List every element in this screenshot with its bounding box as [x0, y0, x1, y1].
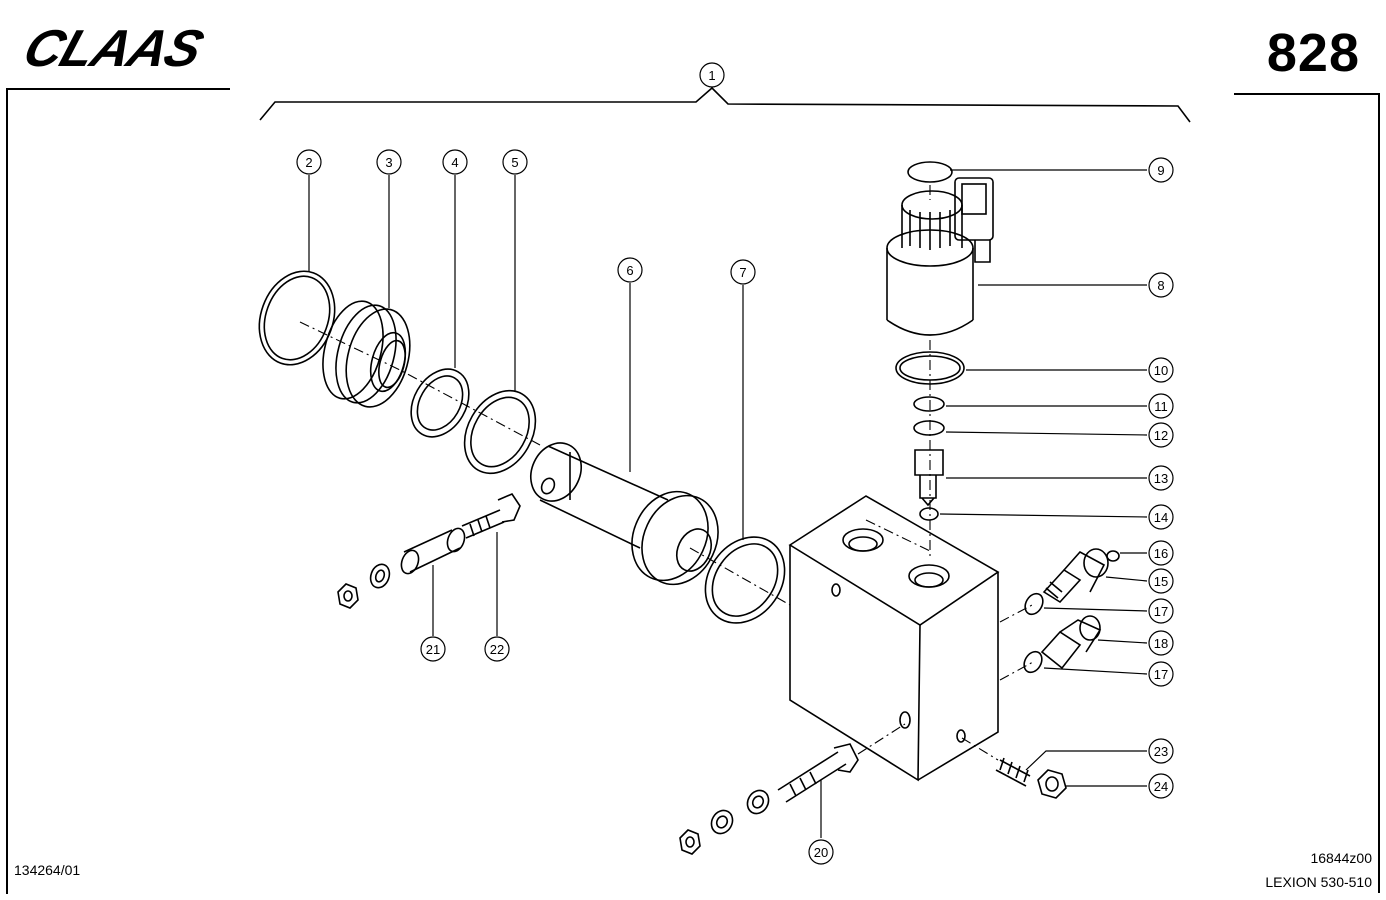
part-nut-21 [337, 583, 359, 609]
part-nut-21-bore [343, 590, 353, 602]
svg-text:2: 2 [305, 155, 312, 170]
svg-text:17: 17 [1154, 604, 1168, 619]
svg-text:6: 6 [626, 263, 633, 278]
part-solenoid-coil [886, 177, 994, 336]
callout-17a: 17 [1148, 598, 1174, 624]
callout-11: 11 [1148, 393, 1174, 419]
assembly-axis-lines [299, 185, 1035, 761]
callout-3: 3 [376, 149, 402, 175]
part-ring-7 [704, 536, 786, 624]
callout-20: 20 [808, 839, 834, 865]
svg-text:4: 4 [451, 155, 458, 170]
svg-text:9: 9 [1157, 163, 1164, 178]
part-grooved-sleeve [322, 300, 411, 408]
header-rule-left [8, 88, 230, 90]
callout-18: 18 [1148, 630, 1174, 656]
part-washer-21 [369, 563, 391, 589]
callouts: 1 2 3 4 5 6 7 8 9 10 11 12 13 14 16 15 1… [296, 62, 1174, 865]
brand-text: CLAAS [18, 20, 211, 74]
part-valve-cartridge [914, 449, 944, 507]
part-oring-12 [913, 420, 945, 436]
svg-text:20: 20 [814, 845, 828, 860]
part-stud-23 [995, 757, 1031, 787]
part-nut-20-bore [685, 836, 695, 848]
assembly-bracket [259, 86, 1191, 123]
part-bolt-20 [777, 743, 859, 803]
callout-16: 16 [1148, 540, 1174, 566]
part-oring-9 [907, 161, 953, 183]
callout-24: 24 [1148, 773, 1174, 799]
svg-text:10: 10 [1154, 363, 1168, 378]
part-bushing-21 [400, 527, 466, 575]
leader-lines [308, 169, 1148, 838]
callout-1: 1 [699, 62, 725, 88]
page-number: 828 [1266, 23, 1360, 83]
part-spool [530, 442, 719, 586]
callout-17b: 17 [1148, 661, 1174, 687]
part-snap-ring [258, 270, 336, 366]
svg-text:11: 11 [1154, 399, 1168, 414]
svg-text:18: 18 [1154, 636, 1168, 651]
svg-text:14: 14 [1154, 510, 1168, 525]
svg-text:17: 17 [1154, 667, 1168, 682]
svg-text:8: 8 [1157, 278, 1164, 293]
part-oring-11 [913, 396, 945, 412]
callout-12: 12 [1148, 422, 1174, 448]
part-washer-20a [746, 789, 770, 815]
svg-text:16: 16 [1154, 546, 1168, 561]
svg-text:23: 23 [1154, 744, 1168, 759]
callout-8: 8 [1148, 272, 1174, 298]
svg-text:15: 15 [1154, 574, 1168, 589]
drawing-code: 16844z00 [1310, 850, 1372, 866]
part-washer-20a-bore [751, 795, 765, 809]
callout-6: 6 [617, 257, 643, 283]
svg-text:5: 5 [511, 155, 518, 170]
callout-23: 23 [1148, 738, 1174, 764]
part-ring-5 [463, 389, 537, 475]
svg-text:21: 21 [426, 642, 440, 657]
part-fitting-15 [1042, 548, 1109, 604]
svg-text:3: 3 [385, 155, 392, 170]
part-washer-14 [919, 507, 939, 521]
callout-15: 15 [1148, 568, 1174, 594]
part-oring-17b [1023, 650, 1043, 674]
part-washer-20b-bore [715, 815, 729, 829]
callout-7: 7 [730, 259, 756, 285]
part-fitting-18 [1040, 615, 1102, 670]
part-washer-20b [710, 809, 734, 835]
callout-2: 2 [296, 149, 322, 175]
callout-21: 21 [420, 636, 446, 662]
callout-5: 5 [502, 149, 528, 175]
callout-13: 13 [1148, 465, 1174, 491]
part-bolt-22 [461, 493, 521, 539]
document-number: 134264/01 [14, 862, 81, 878]
callout-22: 22 [484, 636, 510, 662]
svg-text:12: 12 [1154, 428, 1168, 443]
callout-14: 14 [1148, 504, 1174, 530]
frame-left [6, 88, 8, 894]
part-nut-24 [1037, 769, 1067, 799]
callout-4: 4 [442, 149, 468, 175]
header-rule-right [1234, 93, 1380, 95]
machine-model: LEXION 530-510 [1265, 874, 1372, 890]
part-valve-block [788, 495, 1000, 782]
svg-text:13: 13 [1154, 471, 1168, 486]
callout-10: 10 [1148, 357, 1174, 383]
part-oring-17a [1024, 592, 1044, 616]
claas-logo: CLAAS [18, 20, 211, 74]
callout-9: 9 [1148, 157, 1174, 183]
part-oring-16 [1106, 550, 1120, 562]
part-washer-21-bore [374, 569, 386, 583]
svg-text:24: 24 [1154, 779, 1168, 794]
svg-text:1: 1 [708, 68, 715, 83]
frame-right [1378, 93, 1380, 893]
part-nut-20 [679, 829, 701, 855]
part-ring-4 [410, 368, 470, 438]
svg-text:22: 22 [490, 642, 504, 657]
svg-text:7: 7 [739, 265, 746, 280]
